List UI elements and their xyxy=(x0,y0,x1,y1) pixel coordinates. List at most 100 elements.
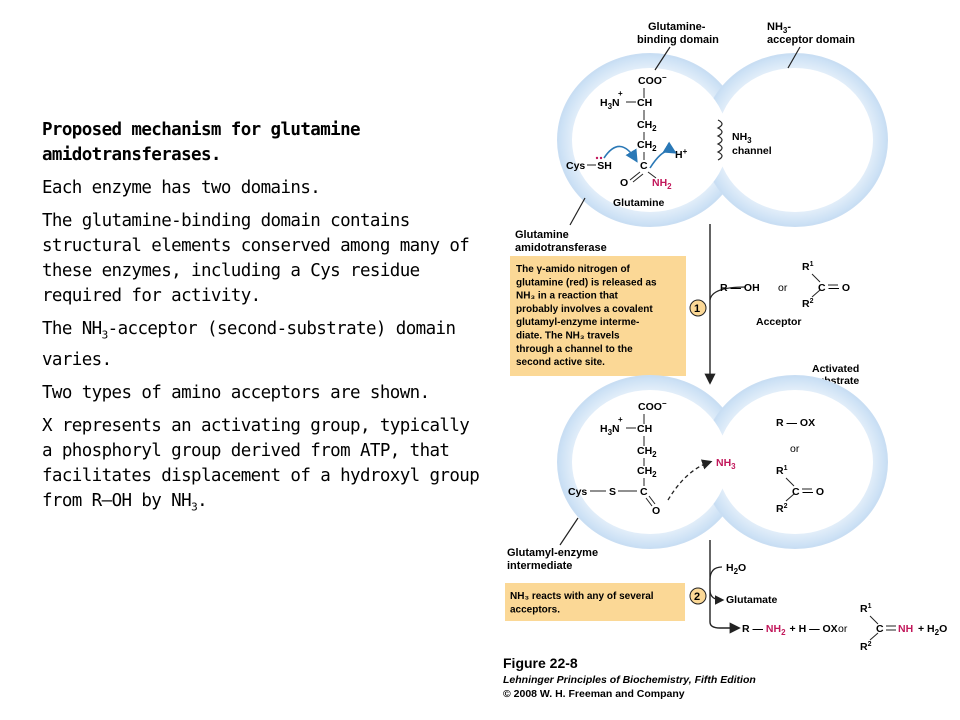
glutamate-output-curve xyxy=(709,589,725,605)
leader-line xyxy=(654,46,671,71)
carbonyl-acceptor: C — O xyxy=(818,282,850,294)
water: H2O xyxy=(726,562,746,576)
text-segment: . xyxy=(197,490,208,511)
r2-group: R2 xyxy=(776,503,788,515)
nh3-transfer-arrow xyxy=(667,459,713,501)
description-para-acceptor-domain: The NH3-acceptor (second-substrate) doma… xyxy=(42,317,482,373)
leader-line xyxy=(787,46,801,69)
text-segment: X represents an activating group, typica… xyxy=(42,415,480,511)
box-text-line: The γ-amido nitrogen of xyxy=(516,264,631,275)
carbonyl-carbon: C xyxy=(640,160,648,172)
box-text-line: NH₃ in a reaction that xyxy=(516,291,619,302)
amino-group: H3N xyxy=(600,423,620,437)
bond xyxy=(785,493,795,502)
leader-line xyxy=(569,197,586,226)
domain-bridge xyxy=(715,118,731,163)
bond xyxy=(645,497,653,507)
alpha-carbon: CH xyxy=(637,423,652,435)
step1-number: 1 xyxy=(694,303,700,315)
domain-inner xyxy=(717,390,873,534)
step1-explanation-text: The γ-amido nitrogen of glutamine (red) i… xyxy=(516,264,657,368)
box-text-line: glutamine (red) is released as xyxy=(516,277,657,288)
enzyme-top xyxy=(557,53,888,227)
product-arrow xyxy=(709,621,741,634)
sulfur-atom: S xyxy=(609,486,616,498)
attack-arrow xyxy=(603,145,638,163)
figure-copyright: © 2008 W. H. Freeman and Company xyxy=(503,688,685,700)
alpha-carbon: CH xyxy=(637,97,652,109)
box-text-line: probably involves a covalent xyxy=(516,304,653,315)
bond xyxy=(869,615,879,625)
step2-species: H2O Glutamate R — NH2+ H — OX or R1 C NH… xyxy=(726,562,947,653)
amino-group: H3N xyxy=(600,97,620,111)
amine-product: R — NH2+ H — OX xyxy=(742,623,838,637)
text-segment: -acceptor (second-substrate) domain vari… xyxy=(42,319,456,370)
step2-explanation-text: NH₃ reacts with any of several acceptors. xyxy=(510,591,654,615)
domain-inner xyxy=(572,68,728,212)
or-label: or xyxy=(790,443,800,455)
coo-group: COO− xyxy=(638,73,667,87)
bond xyxy=(811,273,821,283)
leader-line xyxy=(559,517,579,546)
bond xyxy=(811,289,821,298)
bond xyxy=(629,171,641,181)
step2-explanation-box xyxy=(505,583,685,621)
step1-badge xyxy=(689,299,707,317)
ch2-group: CH2 xyxy=(637,465,657,479)
or-label: or xyxy=(838,623,848,635)
figure-book-title: Lehninger Principles of Biochemistry, Fi… xyxy=(503,674,756,686)
description-text-panel: Proposed mechanism for glutamine amidotr… xyxy=(42,118,482,527)
cys-label: Cys xyxy=(568,486,587,498)
box-text-line: acceptors. xyxy=(510,604,560,615)
description-para-domains: Each enzyme has two domains. xyxy=(42,178,321,198)
step1-explanation-box xyxy=(510,256,686,376)
bond xyxy=(647,171,657,179)
activated-substrate-structures: R — OX or R1 C — O R2 xyxy=(776,417,824,515)
box-text-line: second active site. xyxy=(516,357,605,368)
description-para-acceptor-types: Two types of amino acceptors are shown. xyxy=(42,382,430,403)
glutamyl-enzyme-structure: COO− + H3N CH CH2 CH2 C O Cys S NH3 xyxy=(568,399,736,517)
glutamate: Glutamate xyxy=(726,594,778,606)
bond xyxy=(869,632,879,641)
carbonyl-carbon: C xyxy=(640,486,648,498)
description-para-activating-group: X represents an activating group, typica… xyxy=(42,414,482,520)
ch2-group: CH2 xyxy=(637,445,657,459)
bond xyxy=(785,477,795,487)
ch2-group: CH2 xyxy=(637,139,657,153)
imine-carbon: C xyxy=(876,623,884,635)
ammonia: NH3 xyxy=(716,457,736,471)
coo-group: COO− xyxy=(638,399,667,413)
carbonyl-oxygen: O xyxy=(652,505,660,517)
r1-group: R1 xyxy=(802,261,814,273)
box-text-line: glutamyl-enzyme interme- xyxy=(516,317,639,328)
text-segment: The NH xyxy=(42,319,102,339)
step2-badge xyxy=(689,587,707,605)
label-glutamine-binding-domain: Glutamine-binding domain xyxy=(637,21,719,46)
carbonyl-substrate: C — O xyxy=(792,486,824,498)
box-text-line: NH₃ reacts with any of several xyxy=(510,591,654,602)
bond-dash: — xyxy=(101,490,113,511)
nh3-channel-bracket xyxy=(716,119,723,161)
box-text-line: diate. The NH₃ travels xyxy=(516,331,620,342)
charge-plus: + xyxy=(618,89,623,98)
bond xyxy=(632,173,644,183)
imine-nh: NH xyxy=(898,623,913,635)
r2-group: R2 xyxy=(802,298,814,310)
domain-bridge xyxy=(715,440,731,485)
ch2-group: CH2 xyxy=(637,119,657,133)
r2-group: R2 xyxy=(860,641,872,653)
bond xyxy=(648,495,656,505)
subscript: 3 xyxy=(191,500,198,513)
amide-nh2: NH2 xyxy=(652,177,672,191)
subscript: 3 xyxy=(101,328,109,342)
label-acceptor-domain: NH3-acceptor domain xyxy=(767,21,855,46)
release-arrow xyxy=(649,141,677,169)
domain-inner xyxy=(717,68,873,212)
glutamine-label: Glutamine xyxy=(613,197,665,209)
or-label: or xyxy=(778,282,788,294)
lone-pair-dot xyxy=(599,156,603,160)
carbonyl-oxygen: O xyxy=(620,177,628,189)
